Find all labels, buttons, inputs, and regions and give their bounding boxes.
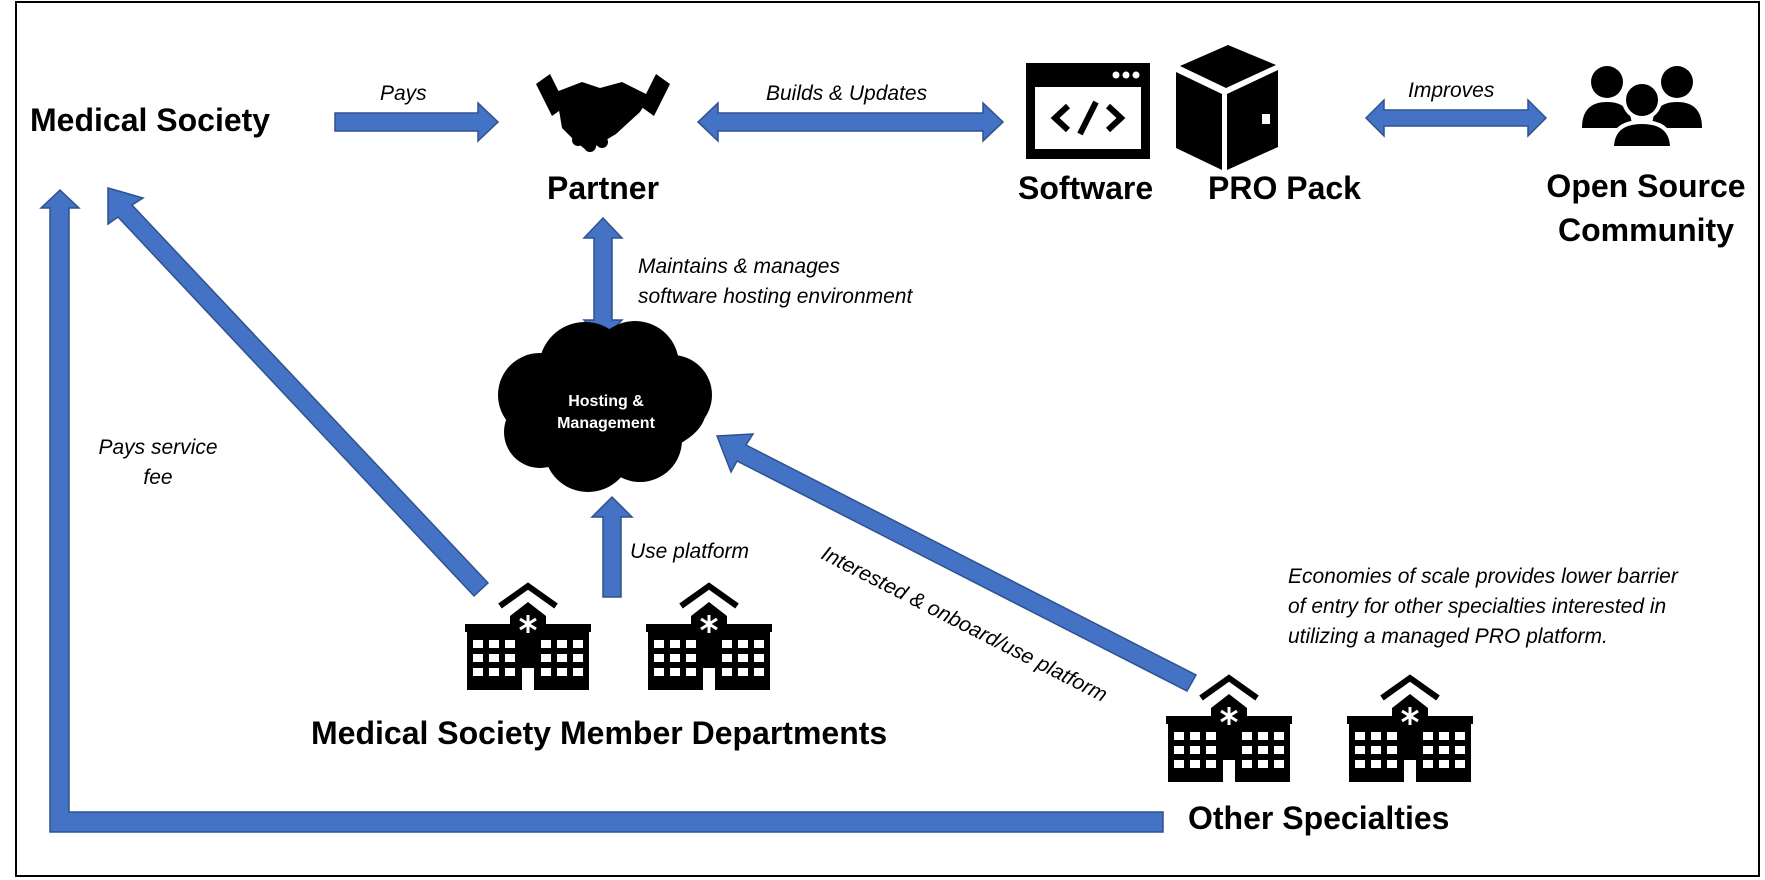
economies-line3: utilizing a managed PRO platform. (1288, 625, 1608, 648)
cloud-icon (498, 321, 712, 492)
pro-pack-label: PRO Pack (1208, 170, 1361, 206)
pays-service-fee-label: Pays service fee (88, 433, 228, 493)
open-source-line1: Open Source (1546, 168, 1746, 204)
hospital-icon (1347, 678, 1473, 782)
hosting-management-label: Hosting & Management (536, 391, 676, 435)
partner-label: Partner (547, 170, 660, 206)
improves-arrow (1364, 98, 1548, 138)
maintains-line1: Maintains & manages (638, 255, 840, 278)
pays-service-fee-line1: Pays service (98, 436, 218, 459)
hospital-icon (646, 586, 772, 690)
handshake-icon (536, 74, 670, 152)
maintains-arrow (582, 216, 624, 342)
other-specialties-label: Other Specialties (1188, 800, 1450, 836)
member-to-society-arrow (107, 187, 490, 598)
pays-arrow (334, 101, 500, 143)
hosting-label-line2: Management (557, 415, 655, 432)
pays-label: Pays (380, 82, 427, 105)
improves-label: Improves (1408, 79, 1495, 102)
open-source-community-label: Open Source Community (1546, 164, 1746, 252)
economies-of-scale-note: Economies of scale provides lower barrie… (1288, 562, 1678, 652)
member-departments-label: Medical Society Member Departments (311, 715, 888, 751)
interested-onboard-arrow (715, 433, 1198, 692)
package-box-icon (1176, 45, 1278, 170)
economies-line1: Economies of scale provides lower barrie… (1288, 565, 1678, 588)
hospital-icon (465, 586, 591, 690)
pays-service-fee-arrow (39, 188, 1164, 833)
builds-updates-label: Builds & Updates (766, 82, 928, 105)
use-platform-label: Use platform (630, 540, 750, 563)
medical-society-label: Medical Society (30, 102, 271, 138)
pays-service-fee-line2: fee (143, 466, 173, 489)
code-window-icon (1026, 63, 1150, 159)
hosting-label-line1: Hosting & (568, 393, 644, 410)
community-people-icon (1582, 66, 1702, 150)
builds-updates-arrow (696, 101, 1005, 143)
software-label: Software (1018, 170, 1154, 206)
open-source-line2: Community (1558, 212, 1734, 248)
economies-line2: of entry for other specialties intereste… (1288, 595, 1667, 618)
maintains-label: Maintains & manages software hosting env… (638, 252, 912, 312)
diagram-border (15, 1, 1760, 877)
use-platform-arrow (590, 495, 634, 598)
maintains-line2: software hosting environment (638, 285, 913, 308)
hospital-icon (1166, 678, 1292, 782)
